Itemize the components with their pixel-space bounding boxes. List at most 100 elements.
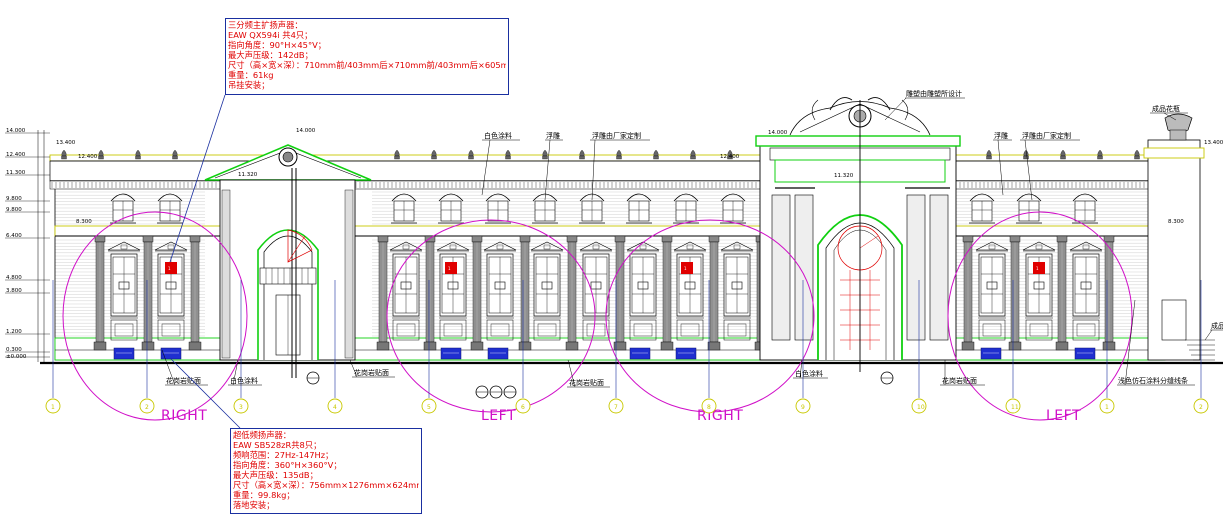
speaker-coverage — [62, 211, 1133, 421]
svg-text:1: 1 — [684, 266, 687, 271]
speaker-label-left-2: LEFT — [1046, 408, 1081, 424]
note-bottom-line-3: 频响范围：27Hz-147Hz； — [233, 450, 334, 460]
note-bottom-line-7: 重量：99.8kg； — [233, 490, 295, 500]
axis-label: 1 — [51, 404, 55, 411]
level-0300: 0.300 — [6, 347, 22, 353]
subwoofer — [980, 347, 1002, 360]
level-0000: ±0.000 — [6, 354, 27, 360]
callout-colored-stone: 浅色仿石涂料分缝线条 — [1118, 376, 1188, 385]
note-top-line-4: 最大声压级：142dB； — [228, 50, 313, 60]
level-9800: 9.800 — [6, 196, 22, 202]
level-11300: 11.300 — [6, 170, 26, 176]
level-4800: 4.800 — [6, 275, 22, 281]
level-8300-right: 8.300 — [1168, 219, 1184, 225]
callout-relief-factory-2: 浮雕由厂家定制 — [1022, 131, 1071, 140]
callout-granite-4: 花岗岩贴面 — [942, 376, 977, 385]
axis-label: 4 — [333, 404, 337, 411]
note-bottom-line-8: 落地安装； — [233, 500, 275, 510]
callout-sculpture-design: 雕塑由雕塑所设计 — [906, 89, 962, 98]
main-speaker-spec-note: 三分频主扩扬声器： EAW QX594i 共4只； 指向角度：90°H×45°V… — [225, 18, 509, 95]
note-top-line-1: 三分频主扩扬声器： — [228, 20, 303, 30]
main-speaker-1 — [165, 262, 177, 274]
subwoofer — [440, 347, 462, 360]
callout-leaders — [161, 97, 1223, 388]
speaker-label-left-1: LEFT — [481, 408, 516, 424]
level-13400: 13.400 — [56, 140, 76, 146]
callout-relief-2: 浮雕 — [994, 131, 1008, 140]
level-8300: 8.300 — [76, 219, 92, 225]
coverage-circle-left-1 — [386, 219, 596, 413]
subwoofer — [629, 347, 651, 360]
level-13400-right: 13.400 — [1204, 140, 1223, 146]
note-leaders — [169, 94, 241, 429]
subwoofer — [160, 347, 182, 360]
note-top-line-2: EAW QX594i 共4只； — [228, 30, 313, 40]
level-1200: 1.200 — [6, 329, 22, 335]
note-bottom-line-2: EAW SB528zR共8只； — [233, 440, 322, 450]
axis-label: 3 — [239, 404, 243, 411]
speaker-label-right-1: RIGHT — [161, 408, 207, 424]
left-pediment-entrance — [204, 144, 372, 378]
level-14000-center: 14.000 — [768, 130, 788, 136]
axis-label: 2 — [145, 404, 149, 411]
roof-balustrade — [50, 149, 1165, 162]
callout-granite-2: 花岗岩贴面 — [354, 368, 389, 377]
axis-label: 8 — [707, 404, 711, 411]
note-top-line-5: 尺寸（高×宽×深）：710mm前/403mm后×710mm前/403mm后×60… — [228, 60, 506, 70]
subwoofer — [113, 347, 135, 360]
level-14000: 14.000 — [6, 128, 26, 134]
axis-label: 10 — [917, 404, 925, 411]
subwoofer — [675, 347, 697, 360]
level-dimension-column — [5, 130, 50, 362]
callout-relief-1: 浮雕 — [546, 131, 560, 140]
note-bottom-line-4: 指向角度：360°H×360°V； — [233, 460, 342, 470]
subwoofer-spec-note: 超低频扬声器： EAW SB528zR共8只； 频响范围：27Hz-147Hz；… — [230, 428, 422, 514]
callout-white-paint-2: 白色涂料 — [230, 376, 258, 385]
axis-label: 6 — [521, 404, 525, 411]
note-top-line-3: 指向角度：90°H×45°V； — [228, 40, 327, 50]
note-top-line-6: 重量：61kg — [228, 70, 274, 80]
center-entrance-tower — [755, 97, 961, 372]
axis-label: 7 — [614, 404, 618, 411]
level-6400: 6.400 — [6, 233, 22, 239]
callout-relief-factory-1: 浮雕由厂家定制 — [592, 131, 641, 140]
note-bottom-line-6: 尺寸（高×宽×深）：756mm×1276mm×624mm； — [233, 480, 419, 490]
level-11320-left: 11.320 — [238, 172, 258, 178]
level-3800: 3.800 — [6, 288, 22, 294]
subwoofers — [113, 347, 1096, 360]
axis-label: 11 — [1011, 404, 1019, 411]
coverage-circle-right-1 — [62, 211, 248, 421]
svg-text:1: 1 — [448, 266, 451, 271]
main-speakers: 1 1 1 1 — [165, 262, 1045, 274]
subwoofer — [487, 347, 509, 360]
subwoofer — [1074, 347, 1096, 360]
right-end-tower — [1143, 113, 1215, 361]
level-11320-center: 11.320 — [834, 173, 854, 179]
main-speaker-4 — [1033, 262, 1045, 274]
level-9000: 9.800 — [6, 207, 22, 213]
callout-white-paint-3: 白色涂料 — [795, 369, 823, 378]
callout-finished-flower: 成品花 — [1211, 321, 1223, 330]
axis-label: 2 — [1199, 404, 1203, 411]
callout-granite-3: 花岗岩贴面 — [569, 378, 604, 387]
main-speaker-3 — [681, 262, 693, 274]
callout-texts: 白色涂料 浮雕 浮雕由厂家定制 雕塑由雕塑所设计 成品花瓶 浮雕 浮雕由厂家定制… — [166, 89, 1223, 387]
level-labels: 14.000 13.400 12.400 12.400 11.300 9.800… — [6, 128, 1223, 360]
callout-finished-vase: 成品花瓶 — [1152, 104, 1180, 113]
svg-text:1: 1 — [168, 266, 171, 271]
note-top-line-7: 吊挂安装； — [228, 80, 270, 90]
callout-white-paint-1: 白色涂料 — [484, 131, 512, 140]
level-12400-mid: 12.400 — [720, 154, 740, 160]
note-bottom-line-5: 最大声压级：135dB； — [233, 470, 318, 480]
level-14000-pediment: 14.000 — [296, 128, 316, 134]
axis-label: 1 — [1105, 404, 1109, 411]
axis-label: 9 — [801, 404, 805, 411]
callout-granite-1: 花岗岩贴面 — [166, 376, 201, 385]
axis-label: 5 — [427, 404, 431, 411]
svg-text:1: 1 — [1036, 266, 1039, 271]
main-speaker-2 — [445, 262, 457, 274]
level-12400b: 12.400 — [78, 154, 98, 160]
level-12400: 12.400 — [6, 152, 26, 158]
